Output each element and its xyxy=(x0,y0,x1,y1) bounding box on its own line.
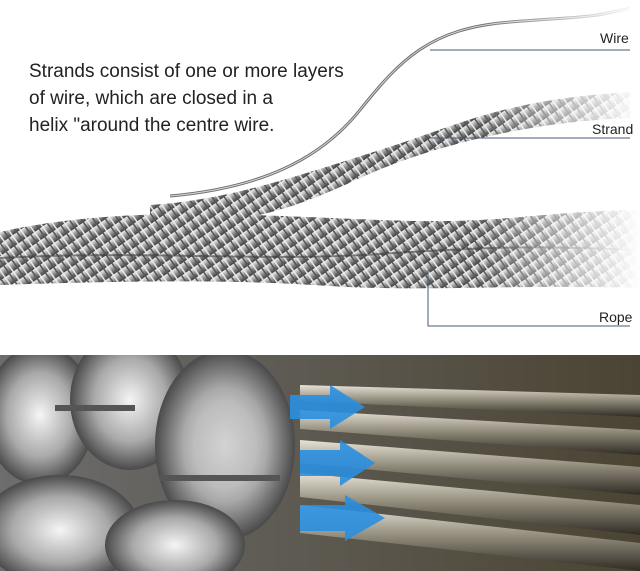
wire-coil xyxy=(105,500,245,571)
description-text: Strands consist of one or more layers of… xyxy=(29,58,389,139)
rope-illustration xyxy=(0,0,640,345)
coils-and-ropes-image xyxy=(0,355,640,571)
rope-callout-line xyxy=(427,270,630,327)
description-line: of wire, which are closed in a xyxy=(29,88,273,109)
wire-to-rope-photo xyxy=(0,355,640,571)
description-line: helix "around the centre wire. xyxy=(29,115,275,136)
arrow-right-icon xyxy=(290,385,365,429)
steel-ropes xyxy=(300,385,640,571)
description-line: Strands consist of one or more layers xyxy=(29,61,344,82)
strand-label: Strand xyxy=(592,121,634,137)
wire-label: Wire xyxy=(600,30,629,46)
arrow-right-icon xyxy=(300,440,375,486)
rope-label: Rope xyxy=(599,309,633,325)
wire-coil xyxy=(0,475,140,571)
arrow-right-icon xyxy=(300,495,385,541)
rope-diagram: Strands consist of one or more layers of… xyxy=(0,0,640,345)
